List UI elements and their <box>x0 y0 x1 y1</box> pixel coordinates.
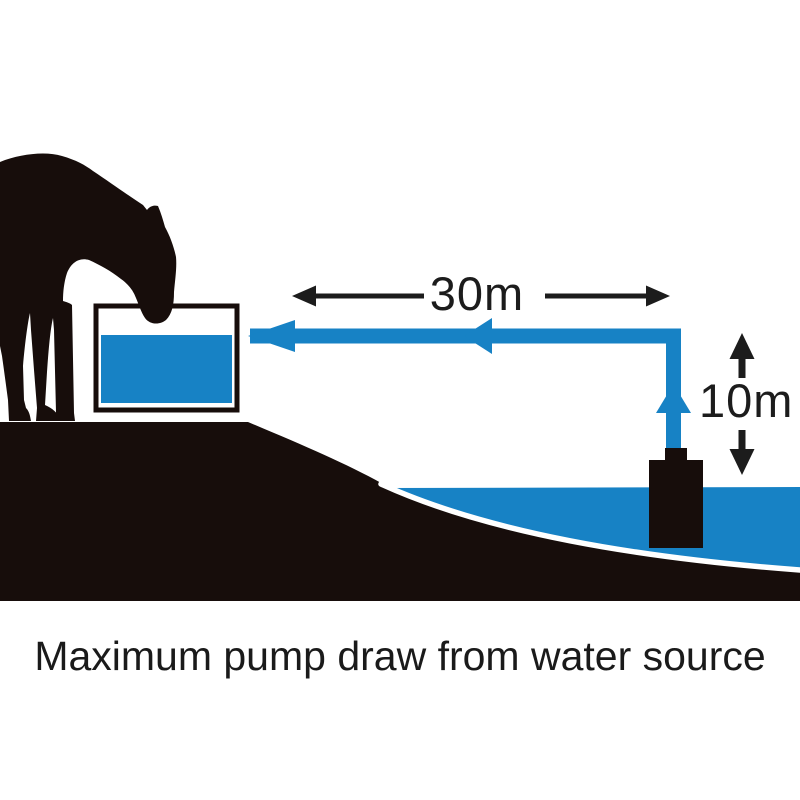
ground-hill <box>0 422 800 601</box>
distance-arrow-left-line <box>314 293 424 299</box>
hill-shape <box>0 422 800 601</box>
distance-label: 30m <box>429 267 525 320</box>
water-trough <box>93 303 240 413</box>
horse-silhouette <box>0 153 177 422</box>
trough-water <box>101 335 232 403</box>
pipe-flow-arrow-left <box>464 318 492 354</box>
shoreline <box>378 481 800 573</box>
pump-body <box>649 460 703 548</box>
distance-arrow-left-head-icon <box>292 285 316 307</box>
height-arrow-up-head-icon <box>729 333 755 359</box>
height-arrow-down-head-icon <box>729 449 755 475</box>
caption: Maximum pump draw from water source <box>34 633 766 679</box>
pipe-outlet-arrow <box>248 320 295 352</box>
distance-arrows <box>292 285 670 307</box>
submersible-pump <box>649 448 703 548</box>
pipe <box>248 318 691 453</box>
pipe-flow-arrow-up <box>656 384 691 413</box>
horse-shape <box>0 153 177 422</box>
distance-arrow-right-head-icon <box>646 285 670 307</box>
pump-cap <box>665 448 687 462</box>
height-arrow-up-line <box>738 357 746 378</box>
height-arrows <box>729 333 755 475</box>
height-label: 10m <box>699 374 794 427</box>
height-arrow-down-line <box>738 430 746 451</box>
distance-arrow-right-line <box>545 293 648 299</box>
